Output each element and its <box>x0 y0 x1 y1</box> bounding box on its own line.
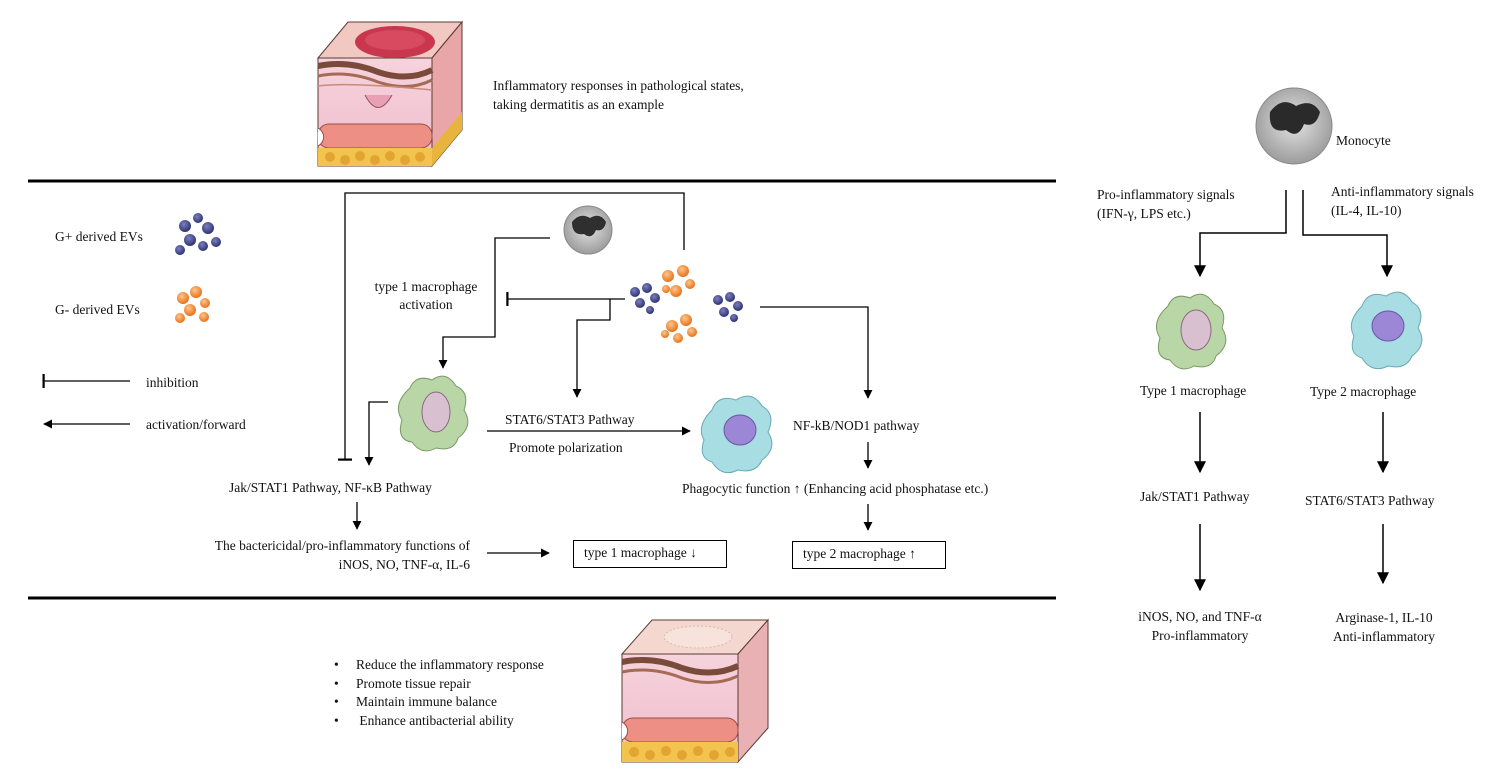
type2-macrophage-label: Type 2 macrophage <box>1310 384 1417 399</box>
pro-signals-label-line2: (IFN-γ, LPS etc.) <box>1097 206 1191 221</box>
monocyte-cell-right <box>1255 87 1333 165</box>
m2-output-line2: Anti-inflammatory <box>1333 629 1435 644</box>
type2-macrophage-cell-center <box>700 395 773 474</box>
legend-activation: activation/forward <box>146 417 246 432</box>
evs-to-stat6-arrow <box>572 299 611 398</box>
jak-nfkb-pathway-label: Jak/STAT1 Pathway, NF-κB Pathway <box>229 480 432 495</box>
monocyte-cell-center <box>563 205 613 255</box>
outcome-bullet: Maintain immune balance <box>332 693 544 712</box>
anti-signals-label-line2: (IL-4, IL-10) <box>1331 203 1402 218</box>
top-caption-line2: taking dermatitis as an example <box>493 97 664 112</box>
gneg-ev-cluster-legend-icon <box>175 286 210 323</box>
type2-macrophage-cell-right <box>1350 291 1423 370</box>
bactericidal-label-line1: The bactericidal/pro-inflammatory functi… <box>214 538 470 553</box>
outcome-bullet: Enhance antibacterial ability <box>332 712 544 731</box>
m1-output-line2: Pro-inflammatory <box>1151 628 1249 643</box>
legend-inhibition: inhibition <box>146 375 199 390</box>
ev-cluster-gpos <box>713 292 743 322</box>
top-caption-line1: Inflammatory responses in pathological s… <box>493 78 744 93</box>
monocyte-to-m1-arrow <box>438 237 550 369</box>
legend-gpos-evs: G+ derived EVs <box>55 229 143 244</box>
m1-activation-label-line1: type 1 macrophage <box>374 279 478 294</box>
inflamed-skin-illustration <box>316 20 464 168</box>
type1-macrophage-cell-right <box>1155 293 1227 370</box>
type1-macrophage-cell-center <box>397 375 469 452</box>
stat6-stat3-label: STAT6/STAT3 Pathway <box>1305 493 1435 508</box>
healed-skin-illustration <box>620 618 770 764</box>
pro-signals-label-line1: Pro-inflammatory signals <box>1097 187 1235 202</box>
legend-gneg-evs: G- derived EVs <box>55 302 140 317</box>
jak-stat1-label: Jak/STAT1 Pathway <box>1140 489 1250 504</box>
ev-cluster-mixed <box>630 265 697 343</box>
monocyte-label: Monocyte <box>1336 133 1391 148</box>
m1-to-jak-arrow <box>364 401 388 466</box>
outcome-bullet: Reduce the inflammatory response <box>332 656 544 675</box>
m1-activation-label-line2: activation <box>399 297 453 312</box>
evs-to-nfkb-arrow <box>760 306 873 399</box>
gpos-ev-cluster-legend-icon <box>175 213 221 255</box>
type1-macrophage-down-box: type 1 macrophage ↓ <box>573 540 727 568</box>
nfkb-nod1-label: NF-kB/NOD1 pathway <box>793 418 920 433</box>
anti-signals-label-line1: Anti-inflammatory signals <box>1331 184 1474 199</box>
type1-macrophage-label: Type 1 macrophage <box>1140 383 1247 398</box>
outcome-bullet: Promote tissue repair <box>332 675 544 694</box>
stat6-pathway-label: STAT6/STAT3 Pathway <box>505 412 635 427</box>
bactericidal-label-line2: iNOS, NO, TNF-α, IL-6 <box>338 557 470 572</box>
outcome-bullet-list: Reduce the inflammatory response Promote… <box>332 656 544 730</box>
m1-output-line1: iNOS, NO, and TNF-α <box>1138 609 1262 624</box>
type2-macrophage-up-box: type 2 macrophage ↑ <box>792 541 946 569</box>
anti-signal-arrow <box>1302 190 1393 278</box>
pro-signal-arrow <box>1194 190 1287 278</box>
promote-polarization-label: Promote polarization <box>509 440 623 455</box>
phagocytic-function-label: Phagocytic function ↑ (Enhancing acid ph… <box>682 481 989 496</box>
m2-output-line1: Arginase-1, IL-10 <box>1335 610 1433 625</box>
inhibit-jak-pathway-line <box>338 192 685 461</box>
